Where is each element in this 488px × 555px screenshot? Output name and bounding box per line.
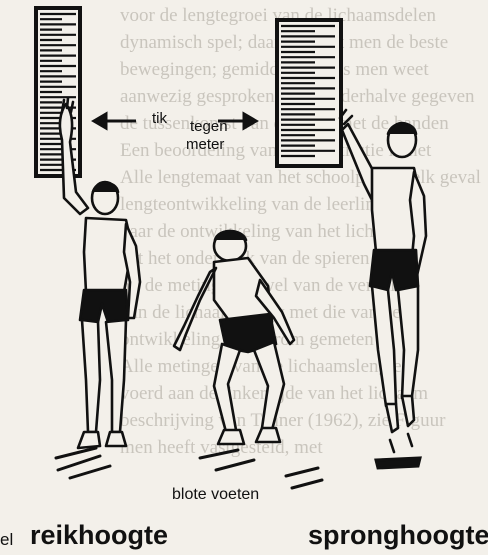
meter-label-line1: tegen (190, 118, 228, 135)
figure-jumping (340, 110, 426, 452)
figure-reaching (60, 98, 140, 448)
right-measuring-board (277, 20, 341, 166)
floor-marks (56, 448, 420, 488)
left-measuring-board (36, 8, 80, 176)
meter-label-line2: meter (186, 136, 224, 153)
tick-label: tik (152, 110, 167, 127)
reach-height-caption: reikhoogte (30, 520, 168, 551)
arrow-left (94, 114, 136, 128)
left-fragment-label: el (0, 530, 13, 550)
figure-crouching (174, 231, 294, 444)
bare-feet-label: blote voeten (172, 486, 259, 504)
jump-height-caption: spronghoogte (308, 520, 488, 551)
